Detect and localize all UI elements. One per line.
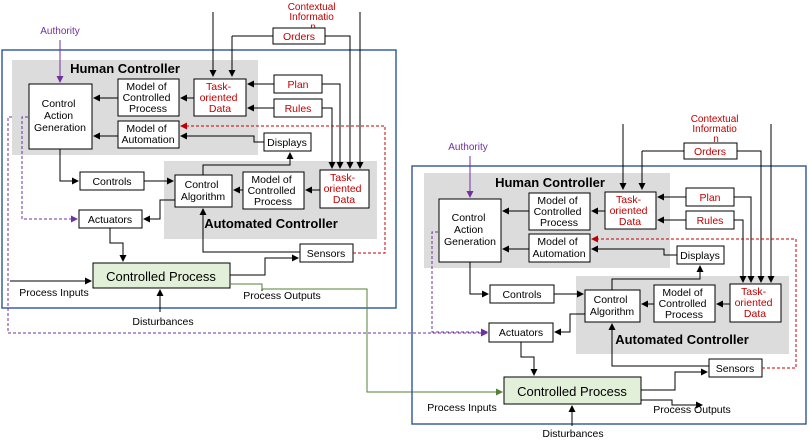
controlled-process-label: Controlled Process <box>106 269 216 284</box>
authority-label: Authority <box>40 26 79 37</box>
model-of-automation-box <box>117 120 180 149</box>
disturbances-label: Disturbances <box>542 428 603 440</box>
displays-label: Displays <box>267 137 307 149</box>
control-action-generation-box <box>28 83 93 150</box>
control-action-generation-label: Control Action Generation <box>34 98 86 134</box>
model-controlled-process-hc-label: Model of Controlled Process <box>123 81 174 115</box>
process-inputs-label: Process Inputs <box>19 287 88 299</box>
control-algorithm-box <box>584 289 641 323</box>
diagram-1: Authority Human Controller Automated Con… <box>1 2 397 328</box>
rules-label: Rules <box>697 215 724 227</box>
contextual-information-label: Contextual Informatio n <box>691 114 742 145</box>
control-algorithm-label: Control Algorithm <box>181 179 226 203</box>
control-algorithm-label: Control Algorithm <box>590 294 635 318</box>
sensors-label: Sensors <box>307 248 346 260</box>
plan-label: Plan <box>699 192 720 204</box>
task-data-ac-box <box>319 169 370 209</box>
diagram-2: Authority Human Controller Automated Con… <box>411 114 807 440</box>
model-controlled-process-ac-box <box>653 284 716 323</box>
task-data-hc-box <box>193 78 247 117</box>
controlled-process-label: Controlled Process <box>517 384 627 399</box>
automated-controller-title: Automated Controller <box>615 332 749 347</box>
orders-label: Orders <box>694 146 726 158</box>
controls-label: Controls <box>92 176 131 188</box>
connectors <box>431 124 797 426</box>
actuators-label: Actuators <box>88 214 132 226</box>
human-controller-title: Human Controller <box>70 61 180 76</box>
cross-diagram-links <box>7 116 503 396</box>
plan-label: Plan <box>287 79 308 91</box>
model-controlled-process-hc-label: Model of Controlled Process <box>534 195 585 229</box>
automated-controller-title: Automated Controller <box>204 216 338 231</box>
process-inputs-label: Process Inputs <box>427 402 496 414</box>
displays-label: Displays <box>680 250 720 262</box>
sensors-label: Sensors <box>716 363 755 375</box>
authority-label: Authority <box>448 142 487 153</box>
model-of-automation-label: Model of Automation <box>121 123 174 146</box>
controlled-process-box <box>92 262 231 289</box>
model-of-automation-label: Model of Automation <box>532 236 585 260</box>
model-controlled-process-ac-label: Model of Controlled Process <box>659 287 710 321</box>
task-data-ac-box <box>729 283 782 323</box>
task-data-hc-label: Task- oriented Data <box>610 194 651 228</box>
model-of-automation-box <box>528 233 591 263</box>
task-data-ac-label: Task- oriented Data <box>324 172 365 206</box>
process-outputs-label: Process Outputs <box>653 404 731 416</box>
rules-label: Rules <box>285 103 312 115</box>
task-data-ac-label: Task- oriented Data <box>735 286 776 320</box>
task-data-hc-label: Task- oriented Data <box>200 81 241 115</box>
orders-label: Orders <box>283 31 315 43</box>
actuators-label: Actuators <box>499 327 543 339</box>
control-action-generation-label: Control Action Generation <box>444 212 496 248</box>
model-controlled-process-hc-box <box>528 192 591 231</box>
human-controller-title: Human Controller <box>495 175 605 190</box>
system-boundary <box>1 49 397 309</box>
model-controlled-process-hc-box <box>117 78 180 117</box>
controls-label: Controls <box>502 289 541 301</box>
model-controlled-process-ac-label: Model of Controlled Process <box>248 174 299 208</box>
control-algorithm-box <box>174 174 233 208</box>
system-boundary <box>411 165 807 425</box>
disturbances-label: Disturbances <box>132 316 193 328</box>
task-data-hc-box <box>604 191 657 230</box>
process-outputs-label: Process Outputs <box>243 290 321 302</box>
